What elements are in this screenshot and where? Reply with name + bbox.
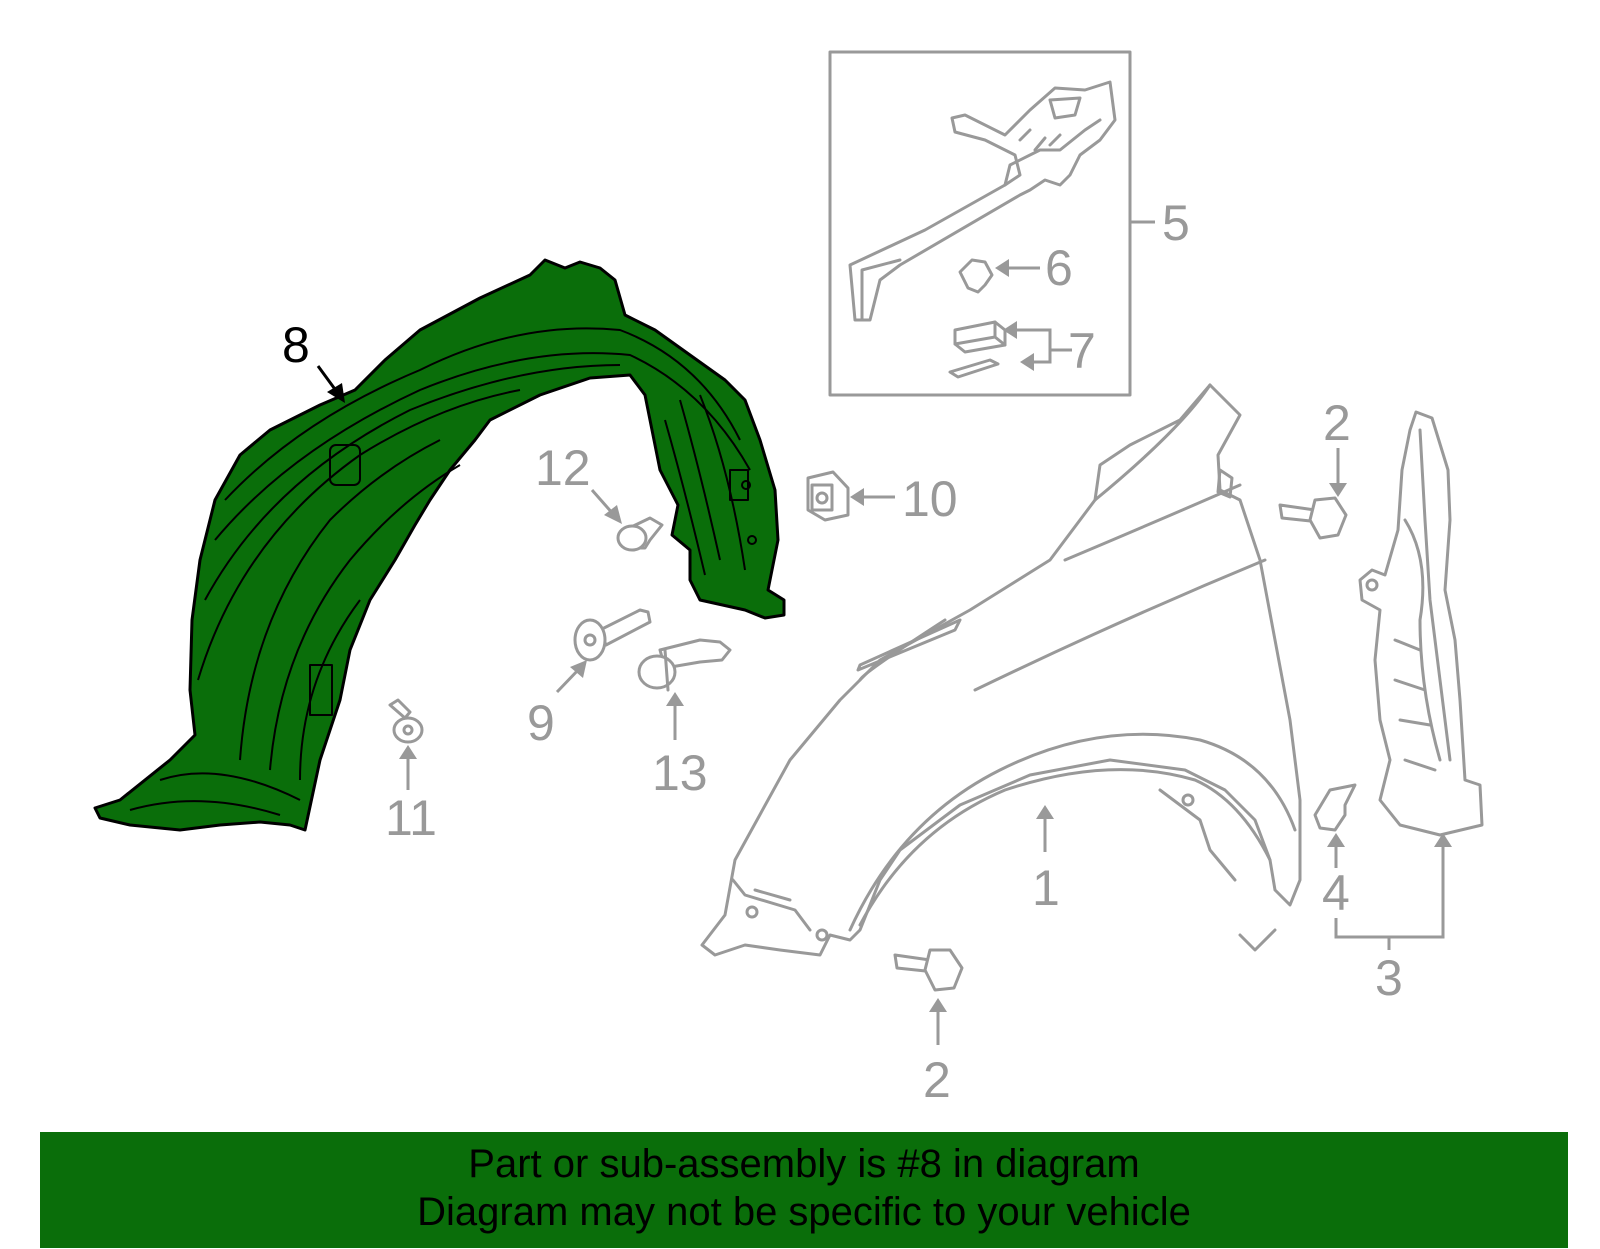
- callout-3[interactable]: 3: [1375, 950, 1403, 1006]
- info-banner: Part or sub-assembly is #8 in diagram Di…: [40, 1132, 1568, 1248]
- banner-line-1: Part or sub-assembly is #8 in diagram: [468, 1142, 1140, 1186]
- callout-2-lower[interactable]: 2: [923, 1052, 951, 1108]
- callout-11[interactable]: 11: [385, 790, 437, 846]
- part-6-clip[interactable]: [958, 258, 994, 294]
- callout-5[interactable]: 5: [1162, 195, 1190, 251]
- callout-12[interactable]: 12: [535, 440, 591, 496]
- part-10-nut[interactable]: [806, 470, 850, 522]
- part-4-cap[interactable]: [1313, 783, 1357, 832]
- part-9-screw[interactable]: [573, 608, 652, 662]
- callout-6[interactable]: 6: [1045, 240, 1073, 296]
- part-1-fender[interactable]: [700, 383, 1302, 957]
- part-12-clip[interactable]: [616, 516, 664, 552]
- callout-13[interactable]: 13: [652, 745, 708, 801]
- callout-1[interactable]: 1: [1032, 860, 1060, 916]
- banner-line-2: Diagram may not be specific to your vehi…: [417, 1190, 1191, 1234]
- callout-numbers: 8 12 10 9 13 11 1 2 2 4 3 5 6 7: [282, 195, 1403, 1108]
- part-5-panel[interactable]: [848, 80, 1117, 322]
- leader-lines: [316, 220, 1452, 1045]
- callout-4[interactable]: 4: [1322, 865, 1350, 921]
- part-11-clip[interactable]: [388, 698, 424, 744]
- callout-9[interactable]: 9: [527, 695, 555, 751]
- part-8-fender-liner[interactable]: [93, 258, 786, 832]
- part-13-clip[interactable]: [637, 638, 732, 692]
- part-7-pads[interactable]: [948, 320, 1007, 379]
- callout-8[interactable]: 8: [282, 317, 310, 373]
- callout-10[interactable]: 10: [902, 471, 958, 527]
- part-3-bracket[interactable]: [1358, 410, 1484, 837]
- part-2-bolt-upper[interactable]: [1278, 496, 1348, 540]
- callout-7[interactable]: 7: [1068, 323, 1096, 379]
- callout-2-upper[interactable]: 2: [1323, 395, 1351, 451]
- part-2-bolt-lower[interactable]: [893, 948, 964, 992]
